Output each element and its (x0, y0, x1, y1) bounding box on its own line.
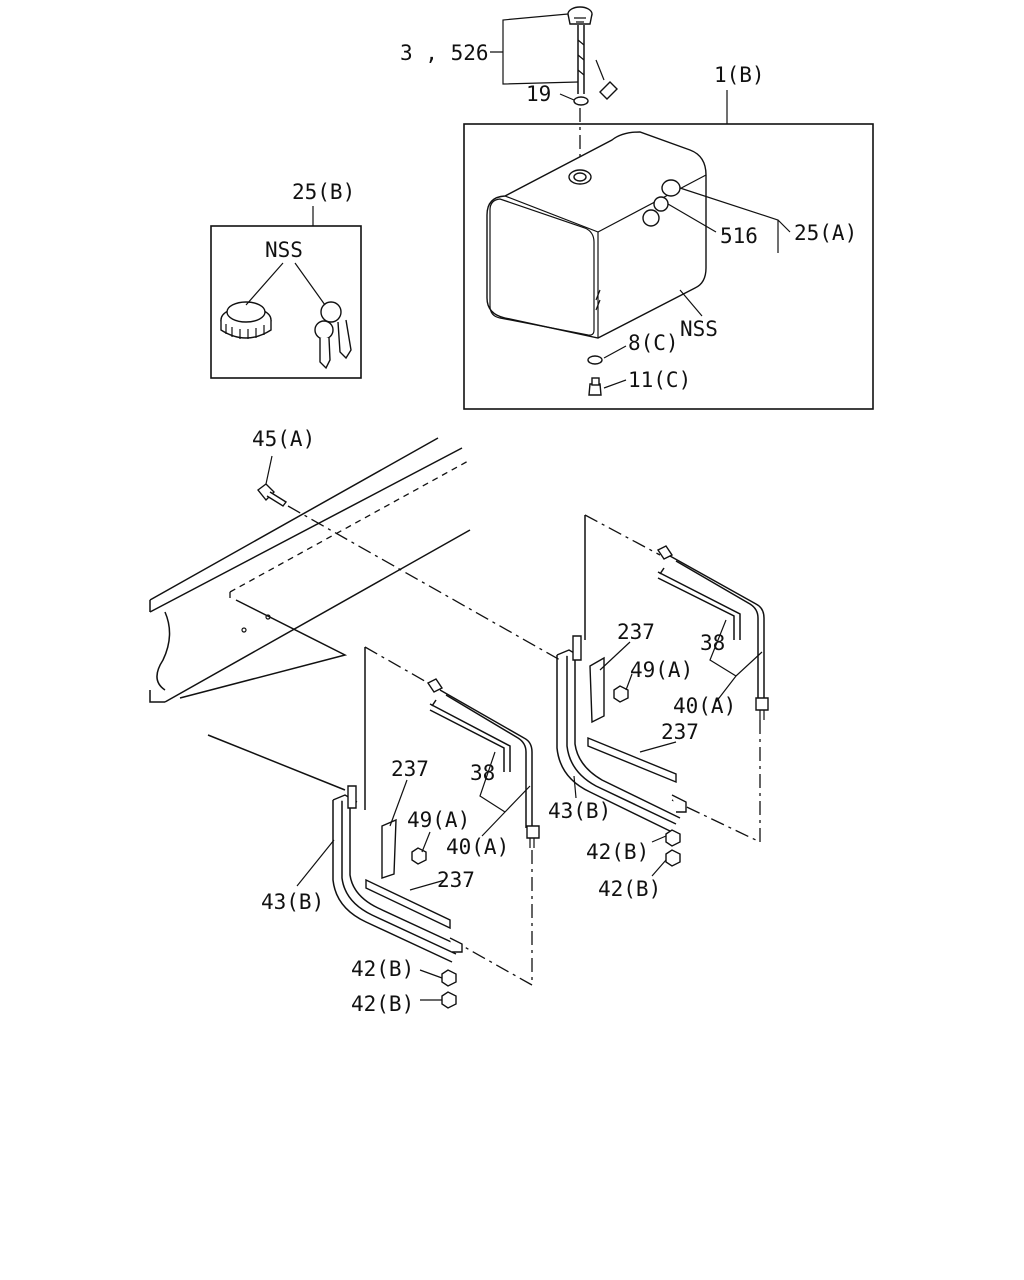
label-rear-bracket: 43(B) (548, 799, 611, 823)
filler-neck-part (567, 6, 618, 100)
tank-assembly-box (463, 123, 874, 410)
rear-pad-bottom-part (587, 736, 677, 784)
label-front-strap-inner: 38 (470, 761, 495, 785)
label-drain-plug: 11(C) (628, 368, 691, 392)
cap-set-box (210, 225, 362, 379)
front-nut-part (411, 847, 427, 865)
label-front-strap: 40(A) (446, 835, 509, 859)
label-rear-nut-lower-1: 42(B) (586, 840, 649, 864)
rear-nut-part (613, 685, 629, 703)
fuel-tank (486, 131, 707, 339)
label-washer: 8(C) (628, 331, 679, 355)
front-strap-part (426, 678, 540, 848)
fuel-cap-part (220, 301, 272, 339)
label-filler-neck: 3 , 526 (400, 41, 489, 65)
front-lower-nuts (441, 969, 457, 1009)
label-rear-nut: 49(A) (630, 658, 693, 682)
frame-rail (149, 437, 471, 703)
leader-lines (245, 13, 791, 1001)
rear-strap-inner-part (657, 567, 741, 640)
front-pad-bottom-part (365, 878, 451, 930)
rear-bracket-part (556, 635, 687, 833)
label-front-nut: 49(A) (407, 808, 470, 832)
washer-part (587, 355, 603, 365)
front-strap-inner-part (429, 699, 511, 772)
label-gauge-unit: 516 (720, 224, 758, 248)
gasket-part (573, 96, 589, 106)
frame-bolt-part (257, 483, 288, 507)
label-front-bracket: 43(B) (261, 890, 324, 914)
label-front-nut-lower-1: 42(B) (351, 957, 414, 981)
label-tank-assembly: 1(B) (714, 63, 765, 87)
label-rear-strap: 40(A) (673, 694, 736, 718)
rear-strap-part (656, 545, 769, 720)
label-rear-pad-bottom: 237 (661, 720, 699, 744)
front-pad-top-part (381, 818, 397, 879)
label-nss-tank: NSS (680, 317, 718, 341)
label-front-pad-bottom: 237 (437, 868, 475, 892)
label-nss-cap-keys: NSS (265, 238, 303, 262)
label-cap-set-b: 25(B) (292, 180, 355, 204)
rear-pad-top-part (589, 656, 605, 724)
label-front-nut-lower-2: 42(B) (351, 992, 414, 1016)
front-bracket-part (332, 785, 463, 963)
label-rear-strap-inner: 38 (700, 631, 725, 655)
label-rear-pad-top: 237 (617, 620, 655, 644)
rear-lower-nuts (665, 829, 681, 867)
label-gasket: 19 (526, 82, 551, 106)
frame-lower-plane (179, 599, 348, 699)
label-cap-set-a: 25(A) (794, 221, 857, 245)
key-part (314, 301, 352, 370)
label-front-pad-top: 237 (391, 757, 429, 781)
label-rear-nut-lower-2: 42(B) (598, 877, 661, 901)
drain-plug-part (588, 377, 602, 396)
label-frame-bolt: 45(A) (252, 427, 315, 451)
